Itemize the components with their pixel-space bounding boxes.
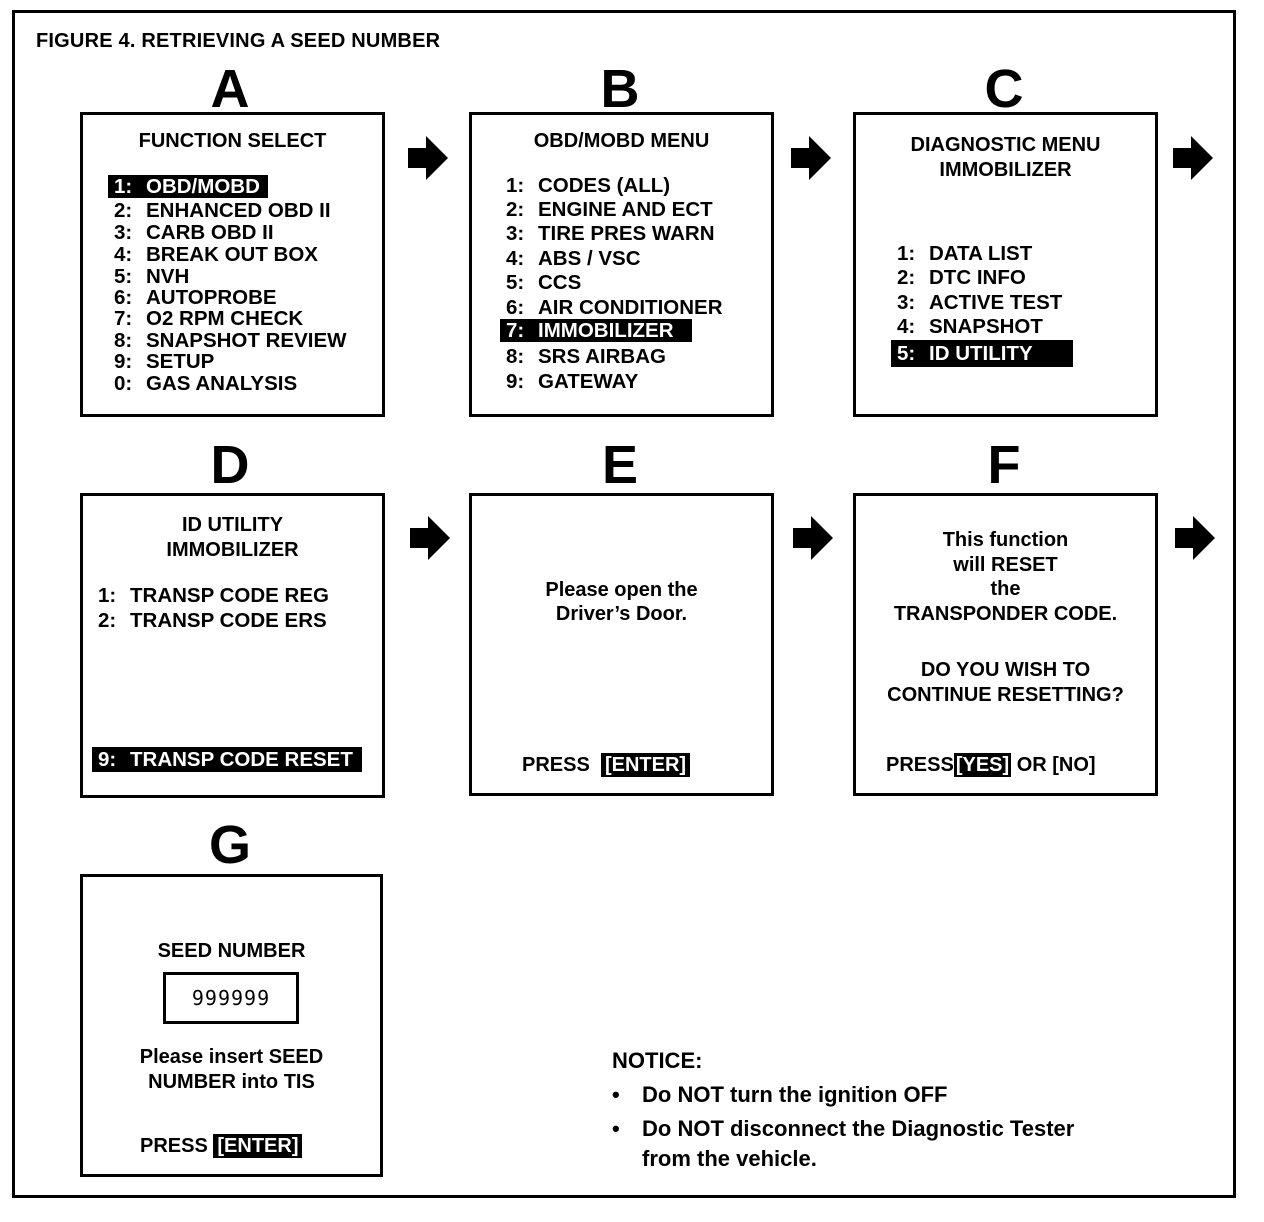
menu-item-setup: 9:SETUP — [114, 350, 215, 373]
menu-item-dtc-info: 2:DTC INFO — [897, 266, 1026, 289]
step-letter-b: B — [600, 59, 640, 119]
panel-f-line1: This function — [942, 529, 1069, 551]
enter-key-label: [ENTER] — [213, 1134, 303, 1158]
step-letter-f: F — [987, 435, 1021, 495]
menu-item-immobilizer: 7:IMMOBILIZER — [500, 319, 692, 342]
menu-item-abs-vsc: 4:ABS / VSC — [506, 247, 641, 270]
enter-key-label: [ENTER] — [600, 753, 691, 777]
menu-item-snapshot-review: 8:SNAPSHOT REVIEW — [114, 329, 347, 352]
screen-panel-f: This function will RESET the TRANSPONDER… — [853, 493, 1158, 796]
menu-item-active-test: 3:ACTIVE TEST — [897, 291, 1063, 314]
step-letter-d: D — [210, 435, 250, 495]
panel-c-title-line1: DIAGNOSTIC MENU — [910, 134, 1101, 156]
panel-d-title-line1: ID UTILITY — [181, 514, 284, 536]
menu-item-engine-and-ect: 2:ENGINE AND ECT — [506, 198, 713, 221]
yes-key-label: [YES] — [953, 753, 1012, 777]
screen-panel-b: OBD/MOBD MENU 1:CODES (ALL) 2:ENGINE AND… — [469, 112, 774, 417]
notice-item: •Do NOT turn the ignition OFF — [612, 1082, 948, 1107]
step-letter-c: C — [984, 59, 1024, 119]
menu-item-data-list: 1:DATA LIST — [897, 242, 1033, 265]
menu-item-tire-pres-warn: 3:TIRE PRES WARN — [506, 222, 715, 245]
panel-g-line1: Please insert SEED — [139, 1046, 324, 1068]
arrow-right-icon — [408, 136, 448, 180]
panel-f-line2: will RESET — [953, 554, 1058, 576]
screen-panel-g: SEED NUMBER 999999 Please insert SEED NU… — [80, 874, 383, 1177]
arrow-right-icon — [1175, 516, 1215, 560]
screen-panel-d: ID UTILITY IMMOBILIZER 1:TRANSP CODE REG… — [80, 493, 385, 798]
menu-item-break-out-box: 4:BREAK OUT BOX — [114, 243, 318, 266]
step-letter-e: E — [601, 435, 639, 495]
menu-item-enhanced-obd: 2:ENHANCED OBD II — [114, 199, 331, 222]
menu-item-gateway: 9:GATEWAY — [506, 370, 639, 393]
panel-g-line2: NUMBER into TIS — [148, 1071, 315, 1093]
menu-item-obd-mobd: 1:OBD/MOBD — [108, 175, 268, 198]
step-letter-g: G — [208, 815, 251, 875]
menu-item-srs-airbag: 8:SRS AIRBAG — [506, 345, 666, 368]
menu-item-gas-analysis: 0:GAS ANALYSIS — [114, 372, 298, 395]
panel-f-line4: TRANSPONDER CODE. — [893, 603, 1118, 625]
panel-f-line5: DO YOU WISH TO — [920, 659, 1091, 681]
menu-item-transp-code-ers: 2:TRANSP CODE ERS — [98, 609, 327, 632]
figure-frame — [12, 10, 1236, 1198]
menu-item-codes-all: 1:CODES (ALL) — [506, 174, 671, 197]
menu-item-id-utility: 5:ID UTILITY — [891, 340, 1073, 367]
press-enter-prompt-g: PRESS [ENTER] — [140, 1133, 303, 1159]
arrow-right-icon — [791, 136, 831, 180]
arrow-right-icon — [410, 516, 450, 560]
panel-f-line6: CONTINUE RESETTING? — [887, 684, 1124, 706]
menu-item-ccs: 5:CCS — [506, 271, 582, 294]
press-yes-no-prompt: PRESS[YES] OR [NO] — [886, 753, 1096, 777]
screen-panel-c: DIAGNOSTIC MENU IMMOBILIZER 1:DATA LIST … — [853, 112, 1158, 417]
menu-item-nvh: 5:NVH — [114, 265, 190, 288]
arrow-right-icon — [793, 516, 833, 560]
menu-item-snapshot: 4:SNAPSHOT — [897, 315, 1043, 338]
seed-number-value: 999999 — [163, 972, 299, 1024]
menu-item-transp-code-reg: 1:TRANSP CODE REG — [98, 584, 329, 607]
menu-item-autoprobe: 6:AUTOPROBE — [114, 286, 277, 309]
screen-panel-e: Please open the Driver’s Door. PRESS [EN… — [469, 493, 774, 796]
panel-b-title: OBD/MOBD MENU — [533, 130, 710, 152]
menu-item-carb-obd: 3:CARB OBD II — [114, 221, 274, 244]
panel-a-title: FUNCTION SELECT — [138, 130, 327, 152]
screen-panel-a: FUNCTION SELECT 1:OBD/MOBD 2:ENHANCED OB… — [80, 112, 385, 417]
panel-c-title-line2: IMMOBILIZER — [939, 159, 1072, 181]
figure-title: FIGURE 4. RETRIEVING A SEED NUMBER — [36, 30, 441, 52]
seed-number-title: SEED NUMBER — [157, 940, 306, 962]
notice-title: NOTICE: — [612, 1048, 703, 1073]
panel-e-line2: Driver’s Door. — [555, 603, 688, 625]
notice-item: •Do NOT disconnect the Diagnostic Tester… — [612, 1116, 1075, 1171]
press-enter-prompt-e: PRESS [ENTER] — [522, 752, 691, 778]
step-letter-a: A — [210, 59, 250, 119]
menu-item-o2-rpm-check: 7:O2 RPM CHECK — [114, 307, 304, 330]
arrow-right-icon — [1173, 136, 1213, 180]
panel-d-title-line2: IMMOBILIZER — [166, 539, 299, 561]
panel-e-line1: Please open the — [545, 579, 698, 601]
panel-f-line3: the — [990, 578, 1021, 600]
menu-item-air-conditioner: 6:AIR CONDITIONER — [506, 296, 723, 319]
menu-item-transp-code-reset: 9:TRANSP CODE RESET — [92, 747, 362, 772]
